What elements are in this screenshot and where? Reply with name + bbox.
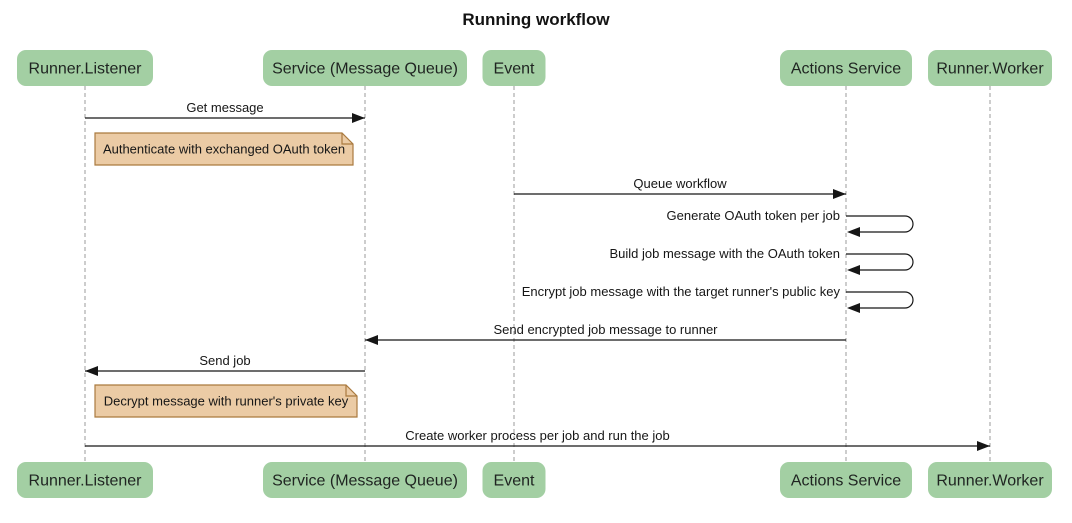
arrowhead-icon <box>847 265 860 275</box>
actor-top-listener <box>17 50 153 86</box>
note-label-1: Authenticate with exchanged OAuth token <box>103 142 345 157</box>
self-message-loop-4 <box>846 253 914 271</box>
actor-top-service <box>263 50 467 86</box>
note-8 <box>94 384 358 418</box>
arrowhead-icon <box>833 189 846 199</box>
message-label-2: Queue workflow <box>633 176 727 191</box>
self-message-loop-5 <box>846 291 914 309</box>
diagram-title: Running workflow <box>462 10 610 29</box>
self-message-label-3: Generate OAuth token per job <box>667 208 840 223</box>
actor-label-bottom-actions: Actions Service <box>791 473 901 490</box>
actor-label-bottom-event: Event <box>494 473 535 490</box>
arrowhead-icon <box>365 335 378 345</box>
actor-top-worker <box>928 50 1052 86</box>
actor-top-actions <box>780 50 912 86</box>
actor-bottom-listener <box>17 462 153 498</box>
actor-bottom-actions <box>780 462 912 498</box>
note-fold-icon-1 <box>341 133 353 145</box>
self-message-loop-3 <box>846 215 914 233</box>
message-label-9: Create worker process per job and run th… <box>405 428 669 443</box>
note-fold-icon-8 <box>345 385 357 397</box>
arrowhead-icon <box>847 227 860 237</box>
actor-bottom-worker <box>928 462 1052 498</box>
actor-label-bottom-service: Service (Message Queue) <box>272 473 458 490</box>
actor-label-top-service: Service (Message Queue) <box>272 61 458 78</box>
actor-top-event <box>482 50 546 86</box>
arrowhead-icon <box>85 366 98 376</box>
arrowhead-icon <box>352 113 365 123</box>
arrowhead-icon <box>977 441 990 451</box>
actor-label-bottom-worker: Runner.Worker <box>936 473 1044 490</box>
message-label-6: Send encrypted job message to runner <box>493 322 718 337</box>
actor-label-top-worker: Runner.Worker <box>936 61 1044 78</box>
self-message-label-4: Build job message with the OAuth token <box>609 246 840 261</box>
note-1 <box>94 132 354 166</box>
actor-label-top-actions: Actions Service <box>791 61 901 78</box>
actor-bottom-service <box>263 462 467 498</box>
actor-bottom-event <box>482 462 546 498</box>
arrowhead-icon <box>847 303 860 313</box>
actor-label-bottom-listener: Runner.Listener <box>29 473 143 490</box>
note-label-8: Decrypt message with runner's private ke… <box>104 394 349 409</box>
self-message-label-5: Encrypt job message with the target runn… <box>522 284 841 299</box>
actor-label-top-listener: Runner.Listener <box>29 61 143 78</box>
message-label-7: Send job <box>199 353 250 368</box>
actor-label-top-event: Event <box>494 61 535 78</box>
message-label-0: Get message <box>186 100 263 115</box>
